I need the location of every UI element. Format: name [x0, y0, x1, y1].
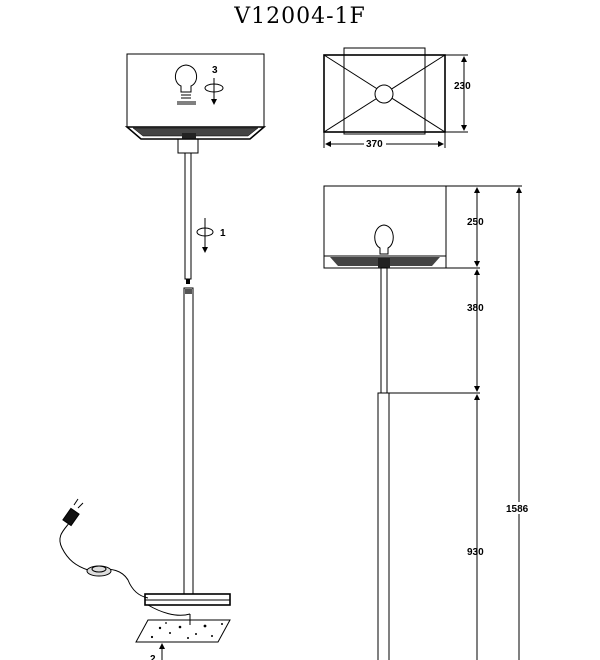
lampshade [124, 53, 267, 140]
base-plate [144, 593, 231, 625]
step-label-rod: 1 [220, 228, 226, 239]
floor-mat [135, 619, 231, 643]
rotate-arrow-icon [204, 78, 224, 105]
dim-shade-width: 370 [366, 139, 383, 150]
elevation-view: 250 380 930 1586 [323, 185, 533, 660]
step-label-base: 2 [150, 654, 156, 660]
upper-rod [184, 152, 192, 284]
dim-upper-rod: 380 [467, 303, 484, 314]
rotate-arrow-icon [196, 218, 214, 253]
lower-tube [183, 287, 194, 595]
drawing-title: V12004-1F [234, 4, 366, 29]
step-label-bulb: 3 [212, 65, 218, 76]
plug-icon [62, 498, 84, 527]
power-cable [59, 521, 149, 599]
dim-lower-rod: 930 [467, 547, 484, 558]
dim-shade-depth: 230 [454, 81, 471, 92]
dim-shade-height: 250 [467, 217, 484, 228]
assembly-view: 3 1 [59, 53, 267, 660]
bulb-icon [174, 64, 198, 105]
top-view: 370 230 [323, 47, 471, 150]
dim-total-height: 1586 [506, 504, 529, 515]
foot-switch-icon [86, 565, 112, 577]
